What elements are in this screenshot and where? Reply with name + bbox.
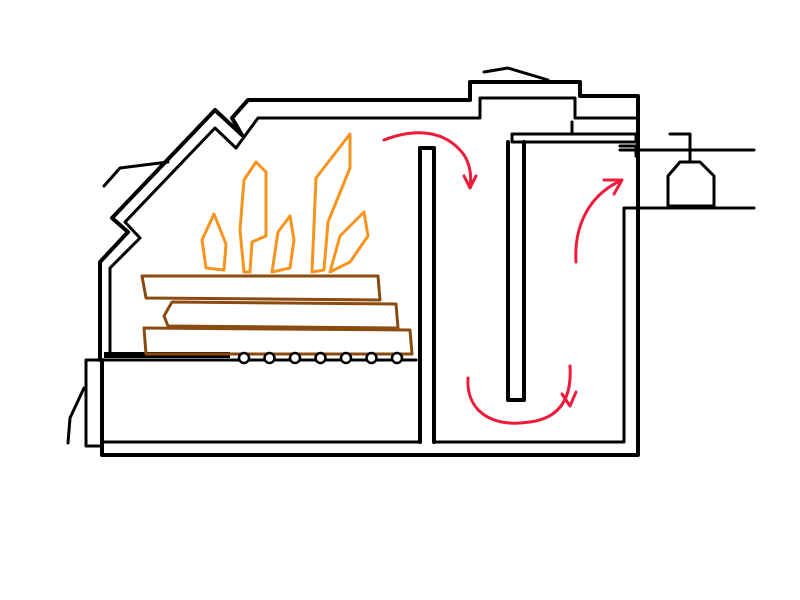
air-nozzle xyxy=(314,351,327,365)
right-chamber-floor xyxy=(432,206,756,444)
flow-arrow-1 xyxy=(382,131,478,190)
thermometer-icon xyxy=(666,132,716,208)
lid-handle xyxy=(482,66,550,82)
flow-arrow-3 xyxy=(574,178,624,264)
ash-door-handle xyxy=(66,386,86,445)
flame-1 xyxy=(200,212,228,272)
air-nozzle xyxy=(339,351,353,365)
inner-shell xyxy=(108,96,640,358)
flame-5 xyxy=(328,210,370,274)
flow-arrow-2 xyxy=(466,364,578,425)
baffle-wall-2 xyxy=(506,140,526,402)
ash-door xyxy=(84,358,102,448)
air-nozzle xyxy=(263,351,276,365)
baffle-wall-1 xyxy=(418,146,436,444)
air-nozzles xyxy=(237,351,404,365)
door-handle xyxy=(102,160,170,188)
wood-logs xyxy=(140,274,414,356)
flames xyxy=(200,132,370,274)
log-middle xyxy=(162,300,400,330)
flame-3 xyxy=(270,214,296,274)
air-nozzle xyxy=(288,351,302,365)
baffle-top-plate xyxy=(510,132,638,144)
flame-2 xyxy=(238,160,268,274)
stove-body xyxy=(66,66,756,457)
outer-shell xyxy=(98,80,640,457)
flame-4 xyxy=(310,132,352,274)
airflow-arrows xyxy=(382,131,624,425)
air-nozzle xyxy=(237,351,251,365)
flue-collar xyxy=(618,144,638,158)
air-nozzle xyxy=(390,351,404,365)
log-bottom xyxy=(142,326,414,356)
air-nozzle xyxy=(365,351,378,365)
log-top xyxy=(140,274,382,302)
